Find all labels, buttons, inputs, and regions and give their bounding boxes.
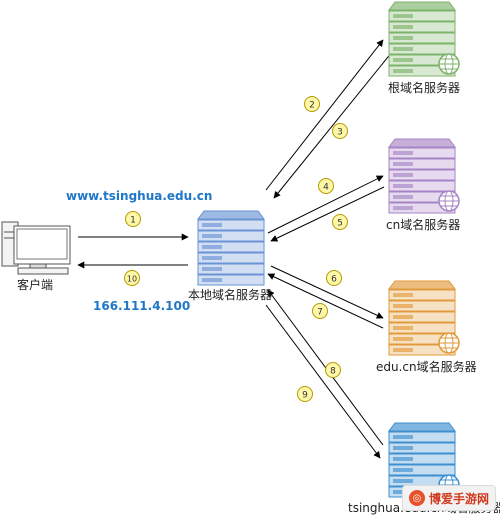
step-number: 6	[331, 275, 337, 285]
arrow-step-7	[267, 273, 384, 329]
answer-ip: 166.111.4.100	[93, 299, 191, 313]
step-badge: 9	[297, 386, 313, 402]
step-number: 10	[127, 275, 137, 284]
arrow-step-5	[270, 186, 385, 242]
query-domain: www.tsinghua.edu.cn	[66, 189, 213, 203]
client-label: 客户端	[17, 278, 54, 292]
arrow-step-6	[270, 265, 384, 319]
step-badge: 2	[304, 96, 320, 112]
globe-icon	[438, 53, 460, 75]
step-number: 8	[330, 367, 336, 377]
step-badge: 4	[318, 178, 334, 194]
root-server-label: 根域名服务器	[388, 81, 461, 95]
local-server-label: 本地域名服务器	[188, 288, 273, 302]
watermark: ◎ 博爱手游网	[402, 485, 496, 511]
edu-server-label: edu.cn域名服务器	[376, 360, 477, 374]
step-number: 5	[337, 219, 343, 229]
step-number: 1	[130, 216, 136, 226]
arrows	[77, 39, 393, 459]
computer-icon	[1, 221, 71, 275]
server-icon	[388, 138, 460, 214]
arrow-step-3	[273, 51, 393, 199]
globe-icon	[438, 190, 460, 212]
arrow-step-2	[265, 39, 384, 191]
globe-icon	[438, 332, 460, 354]
step-badge: 3	[332, 123, 348, 139]
step-number: 2	[309, 101, 315, 111]
step-number: 9	[302, 391, 308, 401]
server-icon	[388, 280, 460, 356]
watermark-text: 博爱手游网	[428, 491, 489, 506]
arrow-step-9	[265, 304, 381, 459]
server-icon	[197, 210, 265, 286]
step-badge: 1	[125, 211, 141, 227]
step-number: 4	[323, 183, 329, 193]
arrow-step-4	[267, 175, 384, 234]
step-badge: 8	[325, 362, 341, 378]
step-badge: 6	[326, 270, 342, 286]
step-badge: 10	[124, 270, 140, 286]
cn-server-label: cn域名服务器	[386, 218, 461, 232]
step-badge: 7	[312, 303, 328, 319]
step-number: 3	[337, 128, 343, 138]
server-icon	[388, 1, 460, 77]
step-badge: 5	[332, 214, 348, 230]
step-number: 7	[317, 308, 323, 318]
watermark-logo-icon: ◎	[408, 490, 425, 506]
